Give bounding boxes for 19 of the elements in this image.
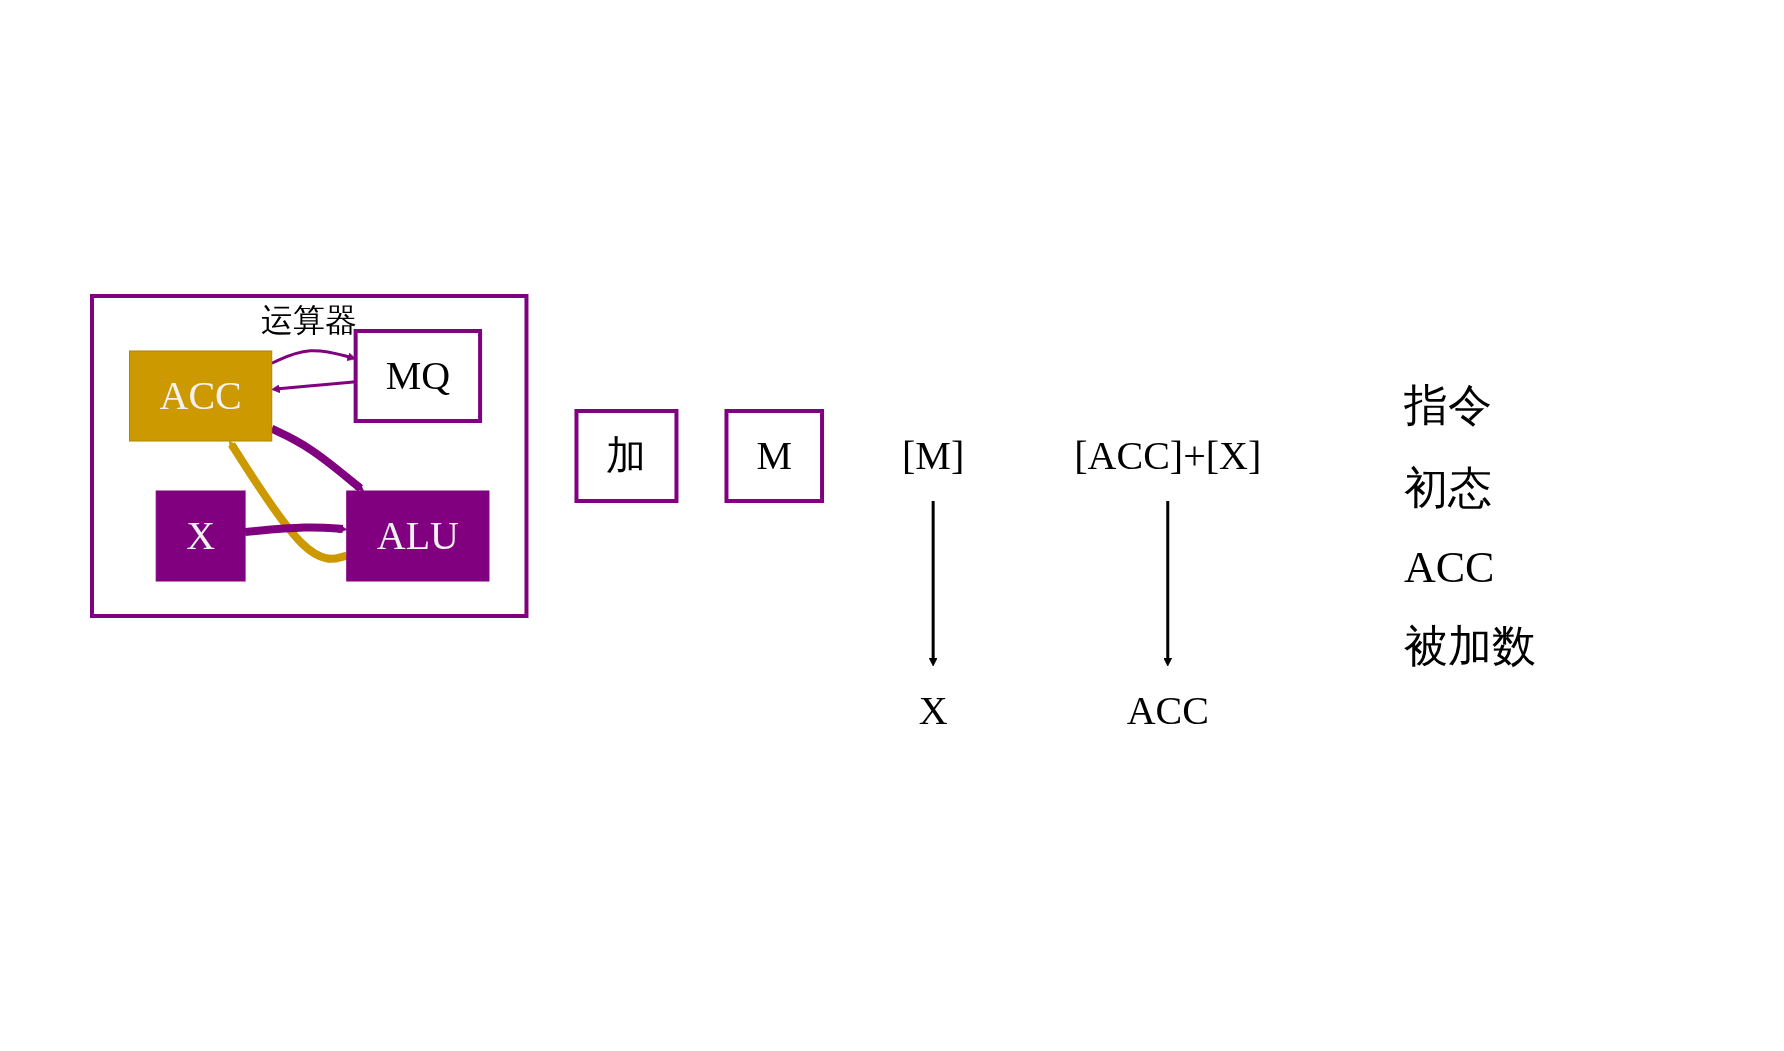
label-text: ACC [1404,541,1496,593]
arrow [270,424,365,492]
node-box: ALU [346,490,490,581]
label-text: 初态 [1404,462,1493,515]
label-text: 指令 [1404,379,1493,432]
arrow [228,440,349,563]
node-text: X [919,687,948,733]
node-text: [ACC]+[X] [1074,432,1262,478]
arrow [929,500,938,666]
arrow [245,522,348,536]
arrow [1163,500,1173,666]
node-text: ACC [1127,687,1210,733]
label-text: 被加数 [1404,620,1537,673]
node-box: M [724,408,825,503]
node-box: MQ [354,328,483,423]
node-box: ACC [129,350,273,441]
node-box: 加 [574,408,679,503]
node-text: [M] [902,432,965,478]
node-box: X [156,490,246,581]
